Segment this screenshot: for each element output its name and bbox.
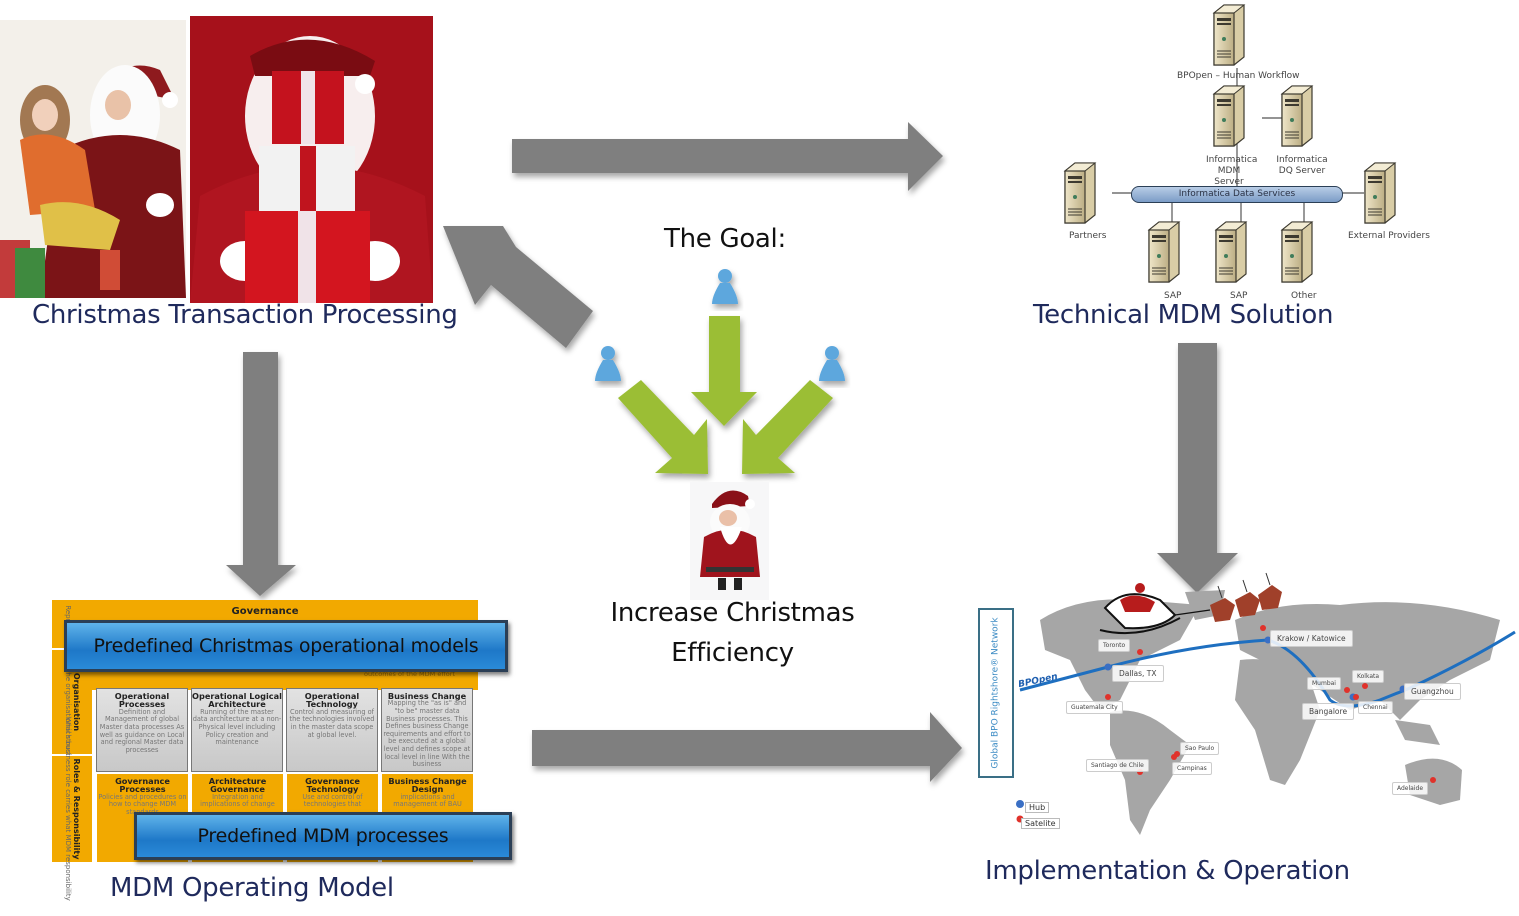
city-krakow: Krakow / Katowice: [1270, 630, 1353, 647]
caption-mdm-operating-model: MDM Operating Model: [110, 873, 394, 903]
label-external: External Providers: [1348, 231, 1430, 241]
legend-satellite: Satelite: [1021, 818, 1060, 829]
city-kolkata: Kolkata: [1352, 670, 1385, 683]
result-label-line-2: Efficiency: [671, 638, 794, 668]
label-mdm-server: Informatica MDM Server: [1206, 155, 1258, 187]
city-adelaide: Adelaide: [1392, 782, 1429, 795]
goal-label: The Goal:: [664, 224, 786, 254]
arrow-right-top: [512, 122, 943, 191]
city-mumbai: Mumbai: [1307, 677, 1341, 690]
city-santiago: Santiago de Chile: [1086, 759, 1149, 772]
label-dq-server: Informatica DQ Server: [1276, 155, 1328, 176]
label-other: Other: [1291, 291, 1317, 301]
arrow-right-bottom: [532, 712, 962, 782]
green-arrow-right: [742, 380, 833, 474]
pawn-icon-right: [819, 346, 845, 381]
city-guatemala: Guatemala City: [1066, 701, 1123, 714]
caption-technical-mdm-solution: Technical MDM Solution: [1033, 300, 1334, 330]
label-sap-1: SAP: [1164, 291, 1182, 301]
roles-title: Roles & Responsibility: [72, 758, 81, 860]
label-sap-2: SAP: [1230, 291, 1248, 301]
governance-title: Governance: [231, 606, 299, 617]
santa-standing-photo: [690, 482, 769, 600]
banner-predefined-mdm-processes: Predefined MDM processes: [134, 812, 512, 860]
city-campinas: Campinas: [1172, 762, 1212, 775]
governance-fragment: outcomes of the MDM effort: [364, 670, 456, 678]
child-with-santa-photo: [0, 20, 186, 298]
caption-implementation-operation: Implementation & Operation: [985, 856, 1350, 886]
pawn-icon-left: [595, 346, 621, 381]
network-label-box: Global BPO Rightshore® Network: [978, 608, 1014, 778]
city-dallas: Dallas, TX: [1112, 665, 1164, 682]
network-label: Global BPO Rightshore® Network: [990, 617, 1001, 769]
city-toronto: Toronto: [1098, 639, 1131, 652]
city-saopaulo: Sao Paulo: [1180, 742, 1220, 755]
caption-christmas-transaction-processing: Christmas Transaction Processing: [32, 300, 458, 330]
label-workflow: BPOpen – Human Workflow: [1177, 71, 1300, 81]
data-services-bus: Informatica Data Services: [1131, 186, 1343, 203]
result-label-line-1: Increase Christmas: [610, 598, 855, 628]
banner-predefined-operational-models: Predefined Christmas operational models: [64, 620, 508, 672]
label-partners: Partners: [1069, 231, 1107, 241]
arrow-down-right: [1157, 343, 1238, 593]
green-arrow-center: [691, 316, 757, 426]
santa-with-gifts-photo: [190, 16, 433, 303]
pawn-icon-center: [712, 269, 738, 304]
arrow-down-left: [226, 352, 296, 596]
city-chennai: Chennai: [1358, 701, 1393, 714]
legend-hub: Hub: [1025, 802, 1050, 813]
city-guangzhou: Guangzhou: [1404, 683, 1461, 700]
roles-text: Which business role carries what MDM res…: [64, 717, 72, 901]
green-arrow-left: [618, 380, 708, 474]
arrow-up-left: [443, 226, 593, 348]
city-bangalore: Bangalore: [1302, 703, 1355, 720]
